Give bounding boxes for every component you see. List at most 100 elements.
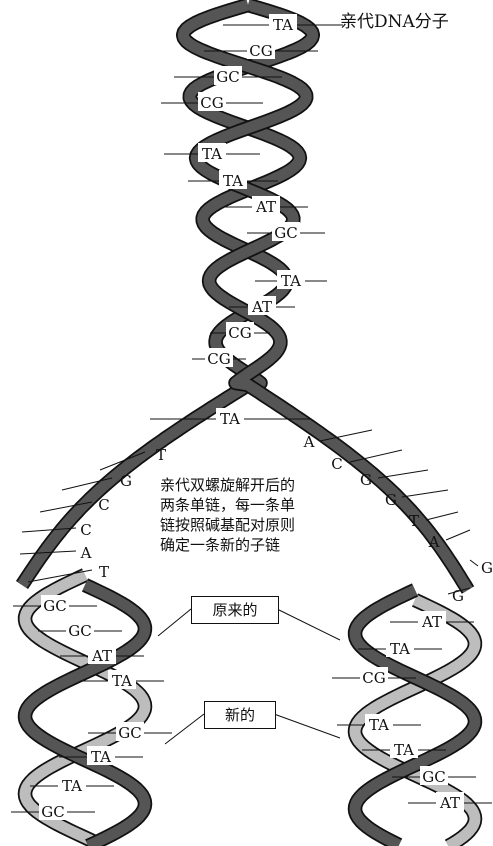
right-daughter-base-pair-2: TA [390,640,410,658]
caption-line-4: 确定一条新的子链 [160,536,281,554]
left-daughter-base-pair-4: TA [112,672,132,690]
parent-base-pair-1: TA [273,16,293,34]
parent-base-pair-8: GC [274,224,297,242]
parent-base-pair-11-bg [226,322,254,341]
left-daughter-base-pair-7-bg [58,775,86,794]
right-unpaired-base-5-tick [425,511,459,521]
left-unpaired-base-5-tick [19,550,77,555]
left-daughter-base-pair-7: TA [62,777,82,795]
right-daughter-base-pair-1: AT [421,613,442,631]
left-new-strand [19,570,151,846]
new-label-pointer-left [164,713,205,745]
left-unpaired-base-1-tick [99,451,146,471]
right-daughter-base-pair-6: GC [422,768,445,786]
parent-base-pair-9-bg [277,270,305,289]
parent-base-pair-3-bg [214,66,242,85]
left-unpaired-base-2: G [120,472,132,490]
right-daughter-base-pair-5: TA [394,741,414,759]
left-daughter-base-pair-5: GC [118,724,141,742]
left-unpaired-base-3-tick [39,501,93,513]
right-unpaired-base-6-tick [445,529,471,541]
parent-base-pair-5: TA [202,145,222,163]
left-unpaired-base-4-tick [21,527,77,533]
left-daughter-base-pair-2-bg [66,620,94,639]
right-daughter-base-pair-1-bg [418,611,446,630]
parent-base-pair-1-bg [269,14,297,33]
base-pair-labels: TACGGCCGTATAATGCTAATCGCGTATGCCATACGGTAGG… [11,14,493,821]
parent-base-pair-12: CG [207,350,230,368]
right-unpaired-base-1-tick [319,429,373,442]
right-unpaired-base-7: G [481,559,493,577]
diagram-title: 亲代DNA分子 [340,12,449,32]
left-daughter-base-pair-8-bg [39,801,67,820]
parent-base-pair-4-bg [198,92,226,111]
left-daughter-base-pair-1-bg [41,595,69,614]
parent-base-pair-9: TA [281,272,301,290]
unwinding-caption: 亲代双螺旋解开后的 两条单链，每一条单 链按照碱基配对原则 确定一条新的子链 [160,475,370,555]
caption-line-2: 两条单链，每一条单 [160,496,296,514]
right-daughter-base-pair-6-bg [420,766,448,785]
right-unpaired-base-4: G [385,491,397,509]
right-unpaired-base-7-tick [469,559,479,567]
right-daughter-base-pair-3-bg [360,667,388,686]
parent-base-pair-13-bg [216,408,244,427]
right-daughter-base-pair-5-bg [390,739,418,758]
left-unpaired-base-2-tick [61,477,113,491]
caption-line-1: 亲代双螺旋解开后的 [160,476,296,494]
left-daughter-base-pair-3: AT [91,647,112,665]
left-daughter-base-pair-4-bg [108,670,136,689]
right-unpaired-base-2-tick [349,449,403,463]
parent-base-pair-8-bg [272,222,300,241]
parent-base-pair-2: CG [249,42,272,60]
left-daughter-base-pair-5-bg [116,722,144,741]
parent-strand-right [177,0,473,593]
new-label-pointer-right [273,713,341,739]
right-daughter-base-pair-4: TA [369,716,389,734]
right-daughter-base-pair-4-bg [365,714,393,733]
left-unpaired-base-6-tick [27,569,93,583]
parent-base-pair-3: GC [216,68,239,86]
left-unpaired-base-6: T [99,563,109,581]
parent-base-pair-2-bg [247,40,275,59]
left-original-strand [19,580,151,846]
new-strand-label: 新的 [204,701,276,729]
right-daughter-base-pair-7-bg [436,792,464,811]
parent-base-pair-7-bg [252,196,280,215]
left-daughter-base-pair-3-bg [88,645,116,664]
left-unpaired-base-5: A [80,544,92,562]
right-original-strand [349,585,481,846]
left-daughter-base-pair-8: GC [41,803,64,821]
parent-base-pair-11: CG [228,324,251,342]
right-new-strand [349,595,481,846]
parent-base-pair-7: AT [255,198,276,216]
right-unpaired-base-8: G [452,587,464,605]
parent-base-pair-13: TA [220,410,240,428]
parent-base-pair-12-bg [205,348,233,367]
left-daughter-base-pair-2: GC [68,622,91,640]
original-strand-label: 原来的 [191,596,279,624]
parent-base-pair-10-bg [248,296,276,315]
right-unpaired-base-1: A [303,433,315,451]
right-unpaired-base-8-tick [447,587,471,595]
left-daughter-base-pair-6-bg [87,746,115,765]
parent-base-pair-10: AT [251,298,272,316]
right-daughter-base-pair-2-bg [386,638,414,657]
right-unpaired-base-2: C [331,455,342,473]
original-label-pointer-right [276,608,341,641]
parent-base-pair-4: CG [200,94,223,112]
right-daughter-base-pair-3: CG [362,669,385,687]
left-daughter-base-pair-1: GC [43,597,66,615]
parent-base-pair-6: TA [223,172,243,190]
parent-base-pair-6-bg [219,170,247,189]
parent-base-pair-5-bg [198,143,226,162]
right-unpaired-base-4-tick [401,489,449,498]
right-unpaired-base-3-tick [377,469,429,479]
right-daughter-base-pair-7: AT [439,794,460,812]
left-unpaired-base-3: C [98,496,109,514]
caption-line-3: 链按照碱基配对原则 [160,516,296,534]
right-unpaired-base-6: A [428,533,440,551]
original-label-pointer-left [157,608,192,637]
right-unpaired-base-3: G [360,471,372,489]
right-unpaired-base-5: T [409,512,419,530]
